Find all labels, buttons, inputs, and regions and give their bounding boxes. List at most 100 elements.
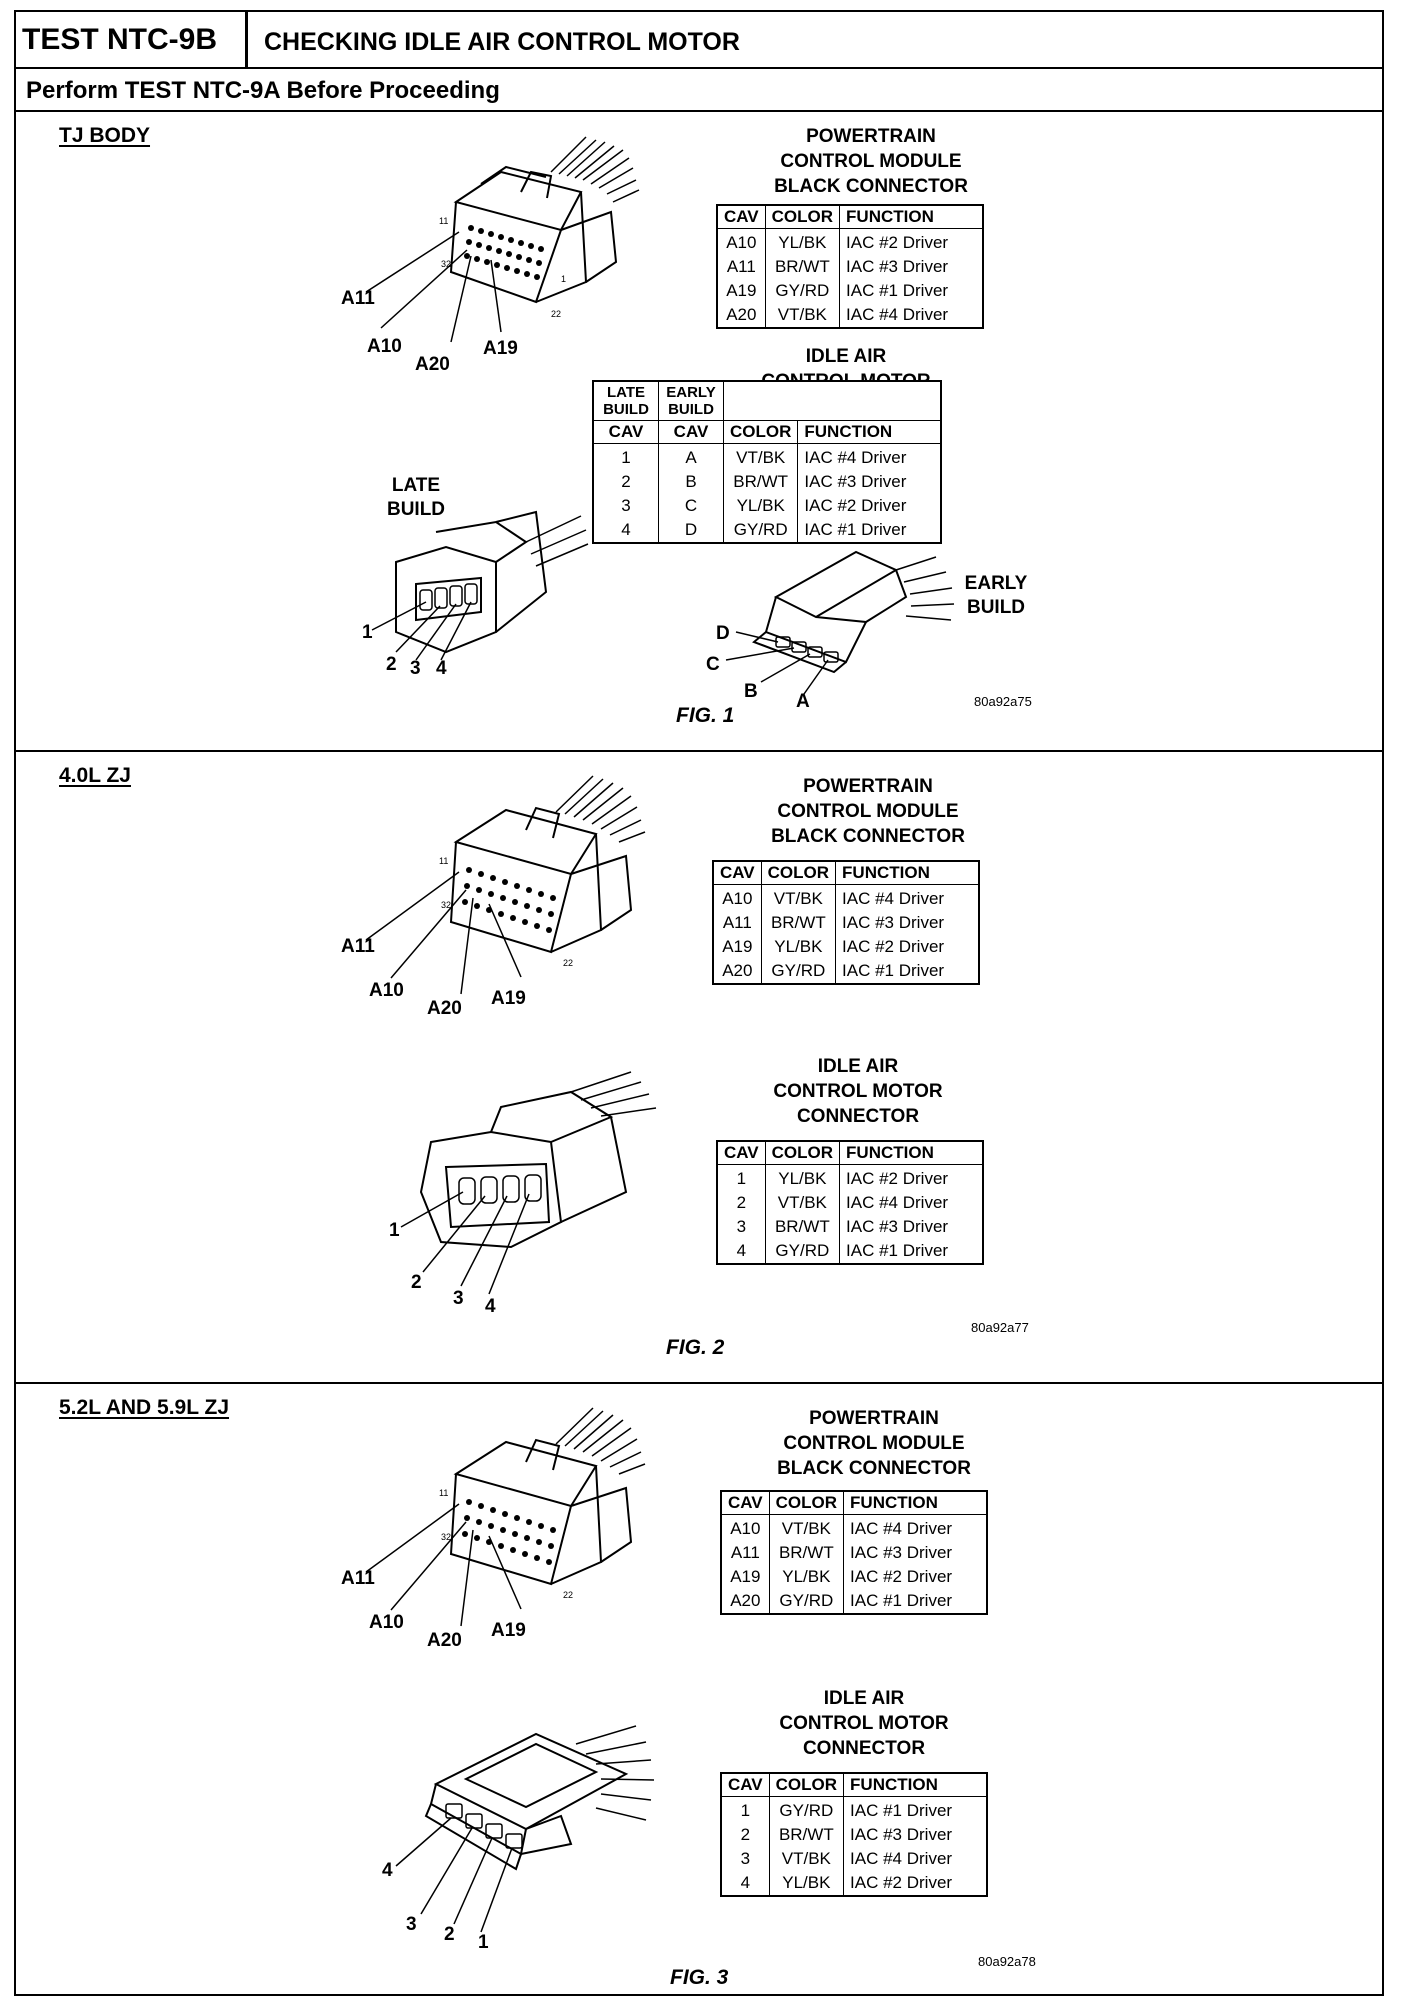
- cell: IAC #3 Driver: [839, 1215, 984, 1239]
- cell: 4: [720, 1871, 770, 1896]
- cell: BR/WT: [722, 470, 799, 494]
- pcm-connector-drawing: 11 32 22 A11 A10 A20 A19: [341, 1407, 646, 1651]
- group-header-early: EARLY BUILD: [658, 380, 724, 421]
- cell: A20: [720, 1589, 770, 1614]
- pcm-pin-small-label: 22: [551, 309, 561, 319]
- cell: A: [658, 443, 724, 470]
- cell: A20: [716, 303, 766, 328]
- column-header: FUNCTION: [839, 1140, 984, 1165]
- cell: 3: [720, 1847, 770, 1871]
- figure-caption: FIG. 3: [670, 1966, 729, 1989]
- cell: BR/WT: [768, 1541, 845, 1565]
- cell: 1: [716, 1164, 766, 1191]
- cell: GY/RD: [722, 518, 799, 543]
- cell: IAC #3 Driver: [797, 470, 942, 494]
- early-pin-label: B: [744, 681, 758, 702]
- iac-pin-label: 4: [485, 1296, 496, 1317]
- cell: IAC #4 Driver: [835, 884, 980, 911]
- pcm-pin-small-label: 11: [439, 216, 448, 226]
- cell: VT/BK: [764, 1191, 841, 1215]
- column-header: CAV: [720, 1490, 770, 1515]
- column-header: FUNCTION: [797, 420, 942, 444]
- cell: 1: [592, 443, 659, 470]
- section-title: 5.2L AND 5.9L ZJ: [59, 1396, 230, 1419]
- iac-pin-label: 1: [389, 1220, 400, 1241]
- iac-pin-label: 4: [382, 1860, 393, 1881]
- section-5-2l-5-9l-zj: 5.2L AND 5.9L ZJ 11 32 22: [16, 1384, 1382, 1996]
- cell: GY/RD: [768, 1589, 845, 1614]
- column-header: COLOR: [768, 1490, 845, 1515]
- pcm-pin-label: A19: [483, 338, 518, 359]
- cell: C: [658, 494, 724, 518]
- group-header-late: LATE BUILD: [592, 380, 659, 421]
- cell: D: [658, 518, 724, 543]
- pcm-heading: POWERTRAIN CONTROL MODULE BLACK CONNECTO…: [774, 126, 968, 197]
- cell: IAC #4 Driver: [843, 1514, 988, 1541]
- early-pin-label: C: [706, 654, 720, 675]
- figure-caption: FIG. 1: [676, 704, 735, 727]
- pcm-pin-small-label: 32: [441, 1532, 451, 1542]
- pcm-pin-label: A20: [427, 998, 462, 1019]
- cell: A20: [712, 959, 762, 984]
- cell: 4: [592, 518, 659, 543]
- cell: BR/WT: [768, 1823, 845, 1847]
- figure-code: 80a92a75: [974, 694, 1032, 709]
- column-header: COLOR: [760, 860, 837, 885]
- cell: 1: [720, 1796, 770, 1823]
- figure-caption: FIG. 2: [666, 1336, 725, 1359]
- column-header: CAV: [716, 1140, 766, 1165]
- cell: IAC #2 Driver: [839, 1164, 984, 1191]
- cell: IAC #1 Driver: [843, 1796, 988, 1823]
- iac-pin-label: 1: [478, 1932, 489, 1953]
- early-build-label: EARLY BUILD: [964, 573, 1028, 618]
- cell: IAC #2 Driver: [797, 494, 942, 518]
- pcm-pin-small-label: 32: [441, 900, 451, 910]
- cell: BR/WT: [760, 911, 837, 935]
- cell: A10: [720, 1514, 770, 1541]
- cell: A11: [716, 255, 766, 279]
- test-page: TEST NTC-9B CHECKING IDLE AIR CONTROL MO…: [14, 10, 1384, 1996]
- cell: 4: [716, 1239, 766, 1264]
- iac-pin-label: 2: [411, 1272, 422, 1293]
- cell: IAC #3 Driver: [835, 911, 980, 935]
- cell: YL/BK: [760, 935, 837, 959]
- cell: 2: [716, 1191, 766, 1215]
- cell: YL/BK: [722, 494, 799, 518]
- iac-table: LATE BUILD EARLY BUILD CAV CAV COLOR FUN…: [592, 380, 943, 544]
- pcm-pin-small-label: 11: [439, 856, 448, 866]
- cell: VT/BK: [760, 884, 837, 911]
- cell: BR/WT: [764, 255, 841, 279]
- pcm-pin-small-label: 11: [439, 1488, 448, 1498]
- cell: VT/BK: [768, 1514, 845, 1541]
- column-header: COLOR: [722, 420, 799, 444]
- iac-pin-label: 3: [453, 1288, 464, 1309]
- column-header: COLOR: [768, 1772, 845, 1797]
- column-header: COLOR: [764, 204, 841, 229]
- late-pin-label: 3: [410, 658, 421, 679]
- column-header: CAV: [720, 1772, 770, 1797]
- cell: IAC #1 Driver: [835, 959, 980, 984]
- cell: IAC #2 Driver: [843, 1565, 988, 1589]
- pcm-pin-label: A11: [341, 1568, 375, 1589]
- column-header: CAV: [716, 204, 766, 229]
- cell: A19: [712, 935, 762, 959]
- cell: IAC #1 Driver: [843, 1589, 988, 1614]
- cell: 2: [720, 1823, 770, 1847]
- pcm-pin-label: A10: [369, 1612, 404, 1633]
- cell: IAC #3 Driver: [843, 1541, 988, 1565]
- iac-heading: IDLE AIR CONTROL MOTOR CONNECTOR: [773, 1056, 943, 1127]
